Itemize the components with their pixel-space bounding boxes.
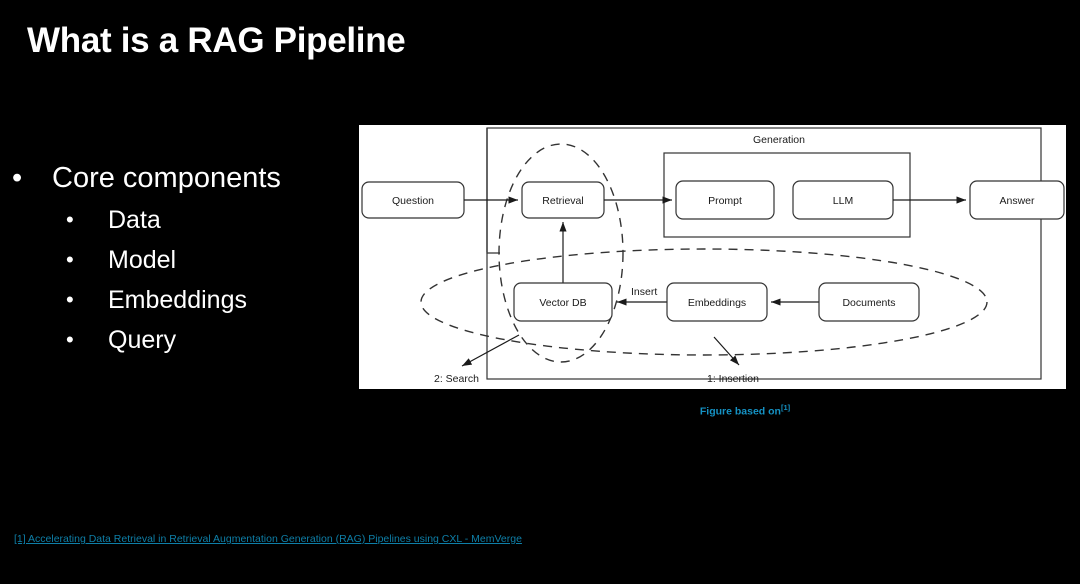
node-embeddings bbox=[666, 282, 768, 322]
node-vector-db bbox=[513, 282, 613, 322]
pointer-search bbox=[461, 334, 520, 367]
bullet-model: • Model bbox=[0, 248, 345, 273]
bullet-core-components: • Core components bbox=[0, 164, 345, 193]
bullet-label: Data bbox=[108, 206, 161, 234]
node-documents bbox=[818, 282, 920, 322]
figure-credit-superscript: [1] bbox=[780, 403, 791, 412]
node-answer bbox=[969, 180, 1065, 220]
node-prompt bbox=[675, 180, 775, 220]
insertion-scope-dashed-ellipse bbox=[420, 248, 988, 356]
bullet-embeddings: • Embeddings bbox=[0, 288, 345, 313]
bullet-label: Query bbox=[108, 326, 177, 354]
bullet-label: Model bbox=[108, 246, 177, 274]
bullet-marker-icon: • bbox=[66, 207, 74, 232]
rag-pipeline-diagram: Generation Question Retrieval bbox=[359, 125, 1066, 389]
bullet-query: • Query bbox=[0, 328, 345, 353]
label-insertion: 1: Insertion bbox=[707, 373, 759, 385]
footnote-reference-link[interactable]: [1] Accelerating Data Retrieval in Retri… bbox=[14, 533, 522, 545]
bullet-marker-icon: • bbox=[66, 327, 74, 352]
generation-outer-box bbox=[486, 127, 1042, 380]
bullet-marker-icon: • bbox=[66, 247, 74, 272]
pointer-insertion bbox=[713, 336, 740, 366]
bullet-label: Embeddings bbox=[108, 286, 247, 314]
node-retrieval-label: Retrieval bbox=[542, 195, 583, 207]
node-question-label: Question bbox=[392, 195, 434, 207]
label-search: 2: Search bbox=[434, 373, 479, 385]
node-vector-db-label: Vector DB bbox=[539, 297, 586, 309]
node-llm-label: LLM bbox=[833, 195, 853, 207]
page-title: What is a RAG Pipeline bbox=[27, 21, 406, 60]
bullet-list: • Core components • Data • Model • Embed… bbox=[0, 164, 345, 368]
bullet-label: Core components bbox=[52, 162, 281, 194]
node-answer-label: Answer bbox=[999, 195, 1035, 207]
node-prompt-label: Prompt bbox=[708, 195, 742, 207]
node-embeddings-label: Embeddings bbox=[688, 297, 746, 309]
figure-credit[interactable]: Figure based on[1] bbox=[600, 403, 890, 418]
bullet-data: • Data bbox=[0, 208, 345, 233]
bullet-marker-icon: • bbox=[66, 287, 74, 312]
bullet-marker-icon: • bbox=[12, 162, 23, 194]
node-documents-label: Documents bbox=[842, 297, 895, 309]
generation-group-label: Generation bbox=[753, 134, 805, 146]
generation-inner-box bbox=[663, 152, 911, 238]
figure-credit-text: Figure based on bbox=[699, 405, 781, 418]
edge-insert-label: Insert bbox=[631, 286, 657, 298]
